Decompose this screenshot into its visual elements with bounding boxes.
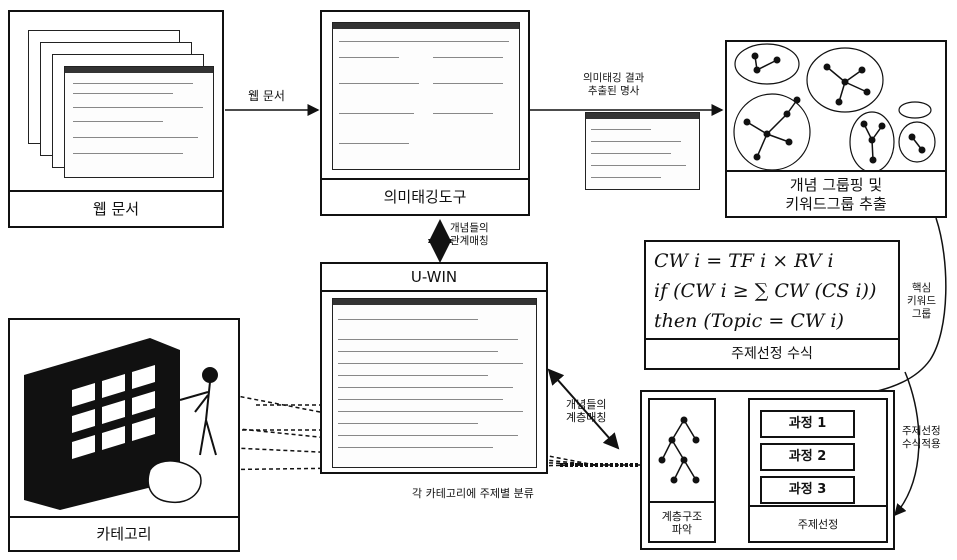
arrow-uwin-topic [547, 368, 620, 450]
grouping-panel: 개념 그룹핑 및 키워드그룹 추출 [725, 40, 947, 218]
arrow-formula-to-topic [894, 371, 920, 517]
step-3: 과정 3 [760, 476, 855, 504]
formula-line2: if (CW i ≥ ∑ CW (CS i)) [654, 280, 877, 302]
formula-panel: CW i = TF i × RV i if (CW i ≥ ∑ CW (CS i… [644, 240, 900, 370]
tagger-screenshot [332, 22, 520, 170]
category-panel: 카테고리 [8, 318, 240, 552]
formula-line1: CW i = TF i × RV i [654, 250, 834, 272]
web-doc-arrow-label: 웹 문서 [248, 89, 285, 103]
formula-line3: then (Topic = CW i) [654, 310, 844, 332]
shelf-and-person-graphic [24, 338, 218, 510]
category-label: 카테고리 [96, 525, 152, 543]
hierarchy-match-label: 개념들의 계층매칭 [566, 398, 607, 424]
tagging-result-label: 의미태깅 결과 추출된 명사 [583, 72, 645, 97]
hierarchy-label: 계층구조 파악 [661, 510, 703, 536]
topic-steps-panel: 과정 1 과정 2 과정 3 주제선정 [748, 398, 888, 543]
uwin-panel: U-WIN [320, 262, 548, 474]
topic-panel: 계층구조 파악 과정 1 과정 2 과정 3 주제선정 [640, 390, 895, 550]
web-docs-label: 웹 문서 [92, 200, 140, 218]
step-1: 과정 1 [760, 410, 855, 438]
web-docs-panel: 웹 문서 [8, 10, 224, 228]
noun-list-screenshot [585, 112, 700, 190]
concept-clusters-graphic [733, 43, 936, 172]
core-keyword-label: 핵심 키워드 그룹 [907, 282, 936, 320]
relation-match-label: 개념들의 관계매칭 [450, 222, 489, 247]
web-doc-screenshot [64, 66, 214, 178]
classify-label: 각 카테고리에 주제별 분류 [412, 487, 534, 500]
uwin-screenshot [332, 298, 537, 468]
tree-graphic [658, 416, 700, 484]
grouping-label: 개념 그룹핑 및 키워드그룹 추출 [785, 176, 887, 213]
uwin-title: U-WIN [410, 268, 458, 286]
topic-label: 주제선정 [797, 518, 839, 531]
formula-label: 주제선정 수식 [731, 346, 813, 362]
hierarchy-panel: 계층구조 파악 [648, 398, 716, 543]
step-2: 과정 2 [760, 443, 855, 471]
tagger-label: 의미태깅도구 [383, 188, 467, 206]
apply-formula-label: 주제선정 수식적용 [902, 425, 941, 450]
tagger-panel: 의미태깅도구 [320, 10, 530, 216]
